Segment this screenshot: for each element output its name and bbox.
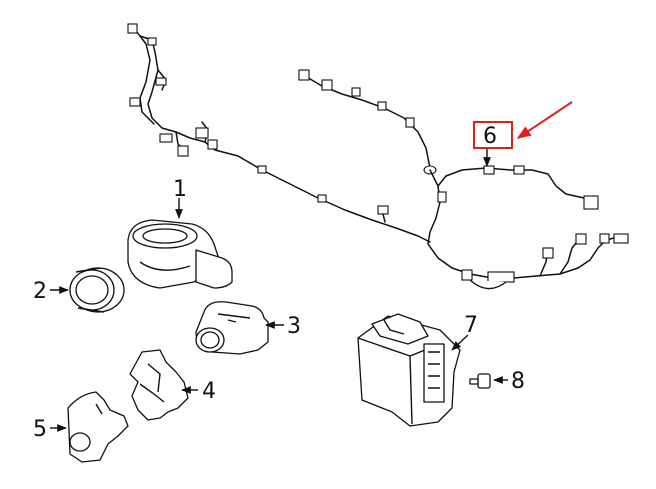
callout-1: 1 (173, 177, 187, 202)
callout-3: 3 (287, 314, 301, 339)
callout-6: 6 (483, 124, 497, 149)
wiring-harness (127, 23, 629, 290)
part-5-retainer (67, 391, 129, 463)
callout-7: 7 (464, 313, 478, 338)
leader-line-7 (451, 334, 469, 351)
part-4-bracket (129, 349, 189, 421)
part-1-parking-sensor (127, 219, 233, 289)
callout-5: 5 (33, 417, 47, 442)
part-8-bolt (469, 373, 491, 389)
callout-2: 2 (33, 279, 47, 304)
callout-4: 4 (202, 379, 216, 404)
part-2-bezel-ring (69, 267, 125, 313)
highlight-arrow (516, 101, 573, 139)
part-7-control-module (357, 313, 461, 427)
part-3-sensor-holder (195, 301, 269, 355)
callout-8: 8 (511, 369, 525, 394)
highlight-box (473, 121, 513, 149)
